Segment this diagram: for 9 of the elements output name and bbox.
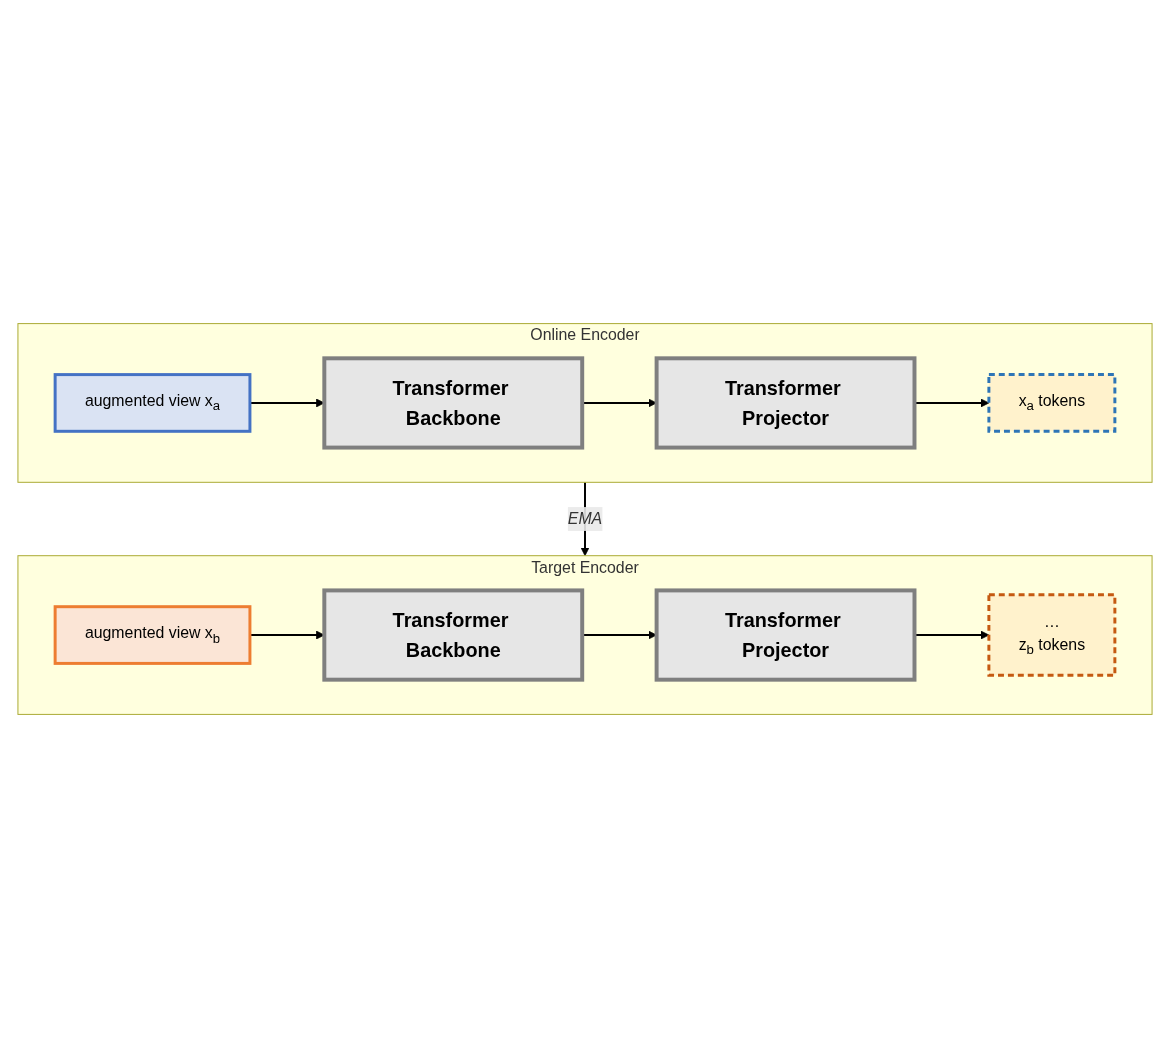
node-box: augmented view x$_{a}$ [53,373,252,433]
node-box: Transformer Backbone [322,356,585,450]
node-box: augmented view x$_{b}$ [53,605,252,665]
edge-label: EMA [567,510,603,527]
node-box: Transformer Projector [654,588,917,682]
node-box: x$_{a}$ tokens [987,373,1117,433]
node-box: Transformer Projector [654,356,917,450]
node-box: Transformer Backbone [322,588,585,682]
node-box: … z$_{b}$ tokens [987,593,1117,677]
